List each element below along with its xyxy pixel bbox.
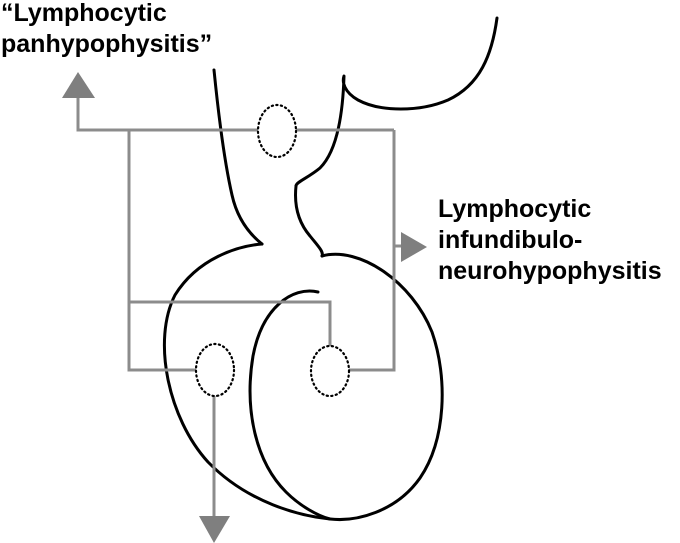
lesion-sites — [194, 103, 351, 398]
posterior-lobe-outline — [248, 289, 332, 521]
gland-right-outline — [320, 252, 444, 521]
infundibulo-label: Lymphocytic infundibulo- neurohypophysit… — [438, 194, 662, 287]
stalk-right-outline — [294, 184, 324, 258]
posterior-lesion-ellipse — [309, 344, 351, 398]
hypothalamus-outline — [294, 16, 499, 188]
arrowheads — [62, 72, 427, 543]
panhypophysitis-label: “Lymphocytic panhypophysitis” — [1, 0, 212, 60]
stalk-left-outline — [212, 68, 264, 246]
connector-right-vertical — [349, 130, 396, 372]
connector-left-vertical — [127, 130, 196, 372]
arrow-up-icon — [62, 72, 95, 98]
anterior-lesion-ellipse — [194, 342, 236, 398]
anterior-lobe-outline — [162, 242, 332, 521]
arrow-right-icon — [401, 232, 427, 262]
infundibulo-label-line3: neurohypophysitis — [438, 257, 662, 285]
panhypophysitis-label-line2: panhypophysitis” — [1, 30, 213, 58]
connector-middle — [129, 300, 332, 346]
stalk-lesion-ellipse — [256, 103, 298, 159]
infundibulo-label-line1: Lymphocytic — [438, 195, 592, 223]
infundibulo-label-line2: infundibulo- — [438, 226, 583, 254]
panhypophysitis-label-line1: “Lymphocytic — [1, 0, 167, 27]
connector-lines — [76, 96, 402, 516]
connector-top — [76, 96, 394, 132]
arrow-down-icon — [199, 516, 230, 543]
